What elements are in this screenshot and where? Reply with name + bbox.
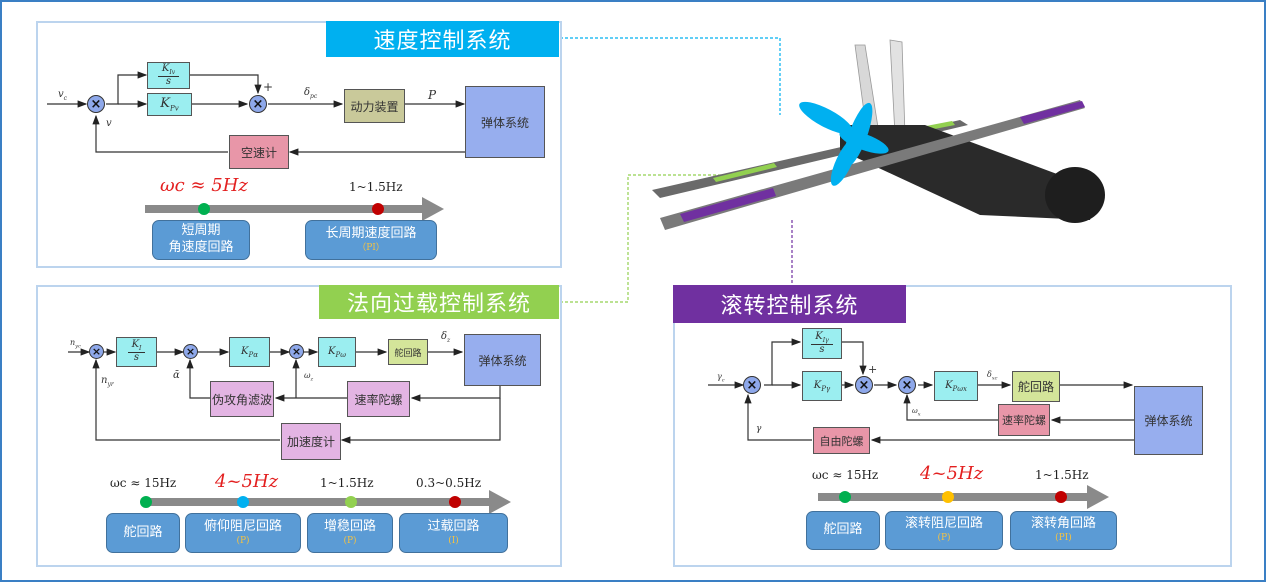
overload-marker-dot-2: [345, 496, 357, 508]
roll-deflection-signal: δxc: [987, 370, 998, 382]
roll-summing-junction-3: ×: [898, 376, 916, 394]
tail-fin-right: [889, 39, 906, 136]
speed-marker-label-1: 1~1.5Hz: [349, 180, 403, 194]
roll-loop-damping: 滚转阻尼回路 (P): [885, 511, 1003, 550]
roll-marker-label-2: 1~1.5Hz: [1035, 468, 1089, 482]
roll-k-omega-block: KPωx: [934, 371, 978, 401]
speed-frequency-axis: [145, 205, 425, 213]
roll-input-signal: γc: [717, 372, 725, 384]
overload-loop-stability: 增稳回路 (P): [307, 513, 393, 553]
accelerometer-block: 加速度计: [281, 423, 341, 460]
overload-marker-label-0: ωc ≈ 15Hz: [110, 476, 177, 490]
overload-marker-dot-3: [449, 496, 461, 508]
roll-airframe-block: 弹体系统: [1134, 386, 1203, 455]
speed-marker-dot-0: [198, 203, 210, 215]
speed-proportional-block: KPv: [147, 93, 192, 116]
overload-panel-title: 法向过载控制系统: [319, 285, 559, 319]
speed-connector: [560, 37, 781, 115]
fuselage: [840, 125, 1100, 220]
powerplant-block: 动力装置: [344, 89, 405, 123]
propeller-icon: [799, 101, 889, 186]
speed-panel-title: 速度控制系统: [326, 21, 559, 57]
roll-plus-sign: +: [868, 363, 878, 376]
roll-feedback-signal: γ: [756, 424, 762, 434]
k-omega-block: KPω: [318, 337, 356, 367]
roll-servo-block: 舵回路: [1012, 371, 1060, 402]
roll-summing-junction-1: ×: [743, 376, 761, 394]
speed-marker-label-0: ωc ≈ 5Hz: [160, 175, 248, 196]
speed-airframe-block: 弹体系统: [465, 86, 545, 158]
roll-frequency-axis: [818, 493, 1090, 501]
speed-loop-long-period: 长周期速度回路 （PI）: [305, 220, 437, 260]
roll-loop-servo: 舵回路: [806, 511, 880, 550]
roll-summing-junction-2: ×: [855, 376, 873, 394]
front-wing-purple-left: [680, 188, 776, 222]
overload-loop-overload: 过载回路 (I): [399, 513, 508, 553]
overload-loop-servo: 舵回路: [106, 513, 180, 553]
overload-frequency-axis: [142, 498, 492, 506]
overload-summing-junction-2: ×: [183, 344, 198, 359]
overload-marker-label-2: 1~1.5Hz: [320, 476, 374, 490]
overload-rate-gyro-block: 速率陀螺: [347, 381, 410, 417]
overload-axis-arrowhead: [489, 490, 511, 514]
roll-proportional-block: KPγ: [802, 371, 842, 401]
roll-marker-dot-1: [942, 491, 954, 503]
rear-wing-green-left: [713, 163, 777, 182]
overload-servo-block: 舵回路: [388, 339, 428, 365]
speed-summing-junction-1: ×: [87, 95, 105, 113]
overload-marker-dot-0: [140, 496, 152, 508]
airspeed-meter-block: 空速计: [229, 135, 289, 169]
overload-airframe-block: 弹体系统: [464, 334, 541, 386]
overload-rate-signal: ωz: [304, 371, 314, 383]
free-gyro-block: 自由陀螺: [813, 427, 870, 454]
roll-marker-label-0: ωc ≈ 15Hz: [812, 468, 879, 482]
overload-summing-junction-1: ×: [89, 344, 104, 359]
overload-marker-label-1: 4~5Hz: [215, 471, 279, 492]
overload-input-signal: nyc: [70, 338, 81, 350]
overload-marker-dot-1: [237, 496, 249, 508]
roll-marker-dot-0: [839, 491, 851, 503]
nose-seeker: [1045, 167, 1105, 223]
k-alpha-block: KPα: [229, 337, 270, 367]
roll-loop-angle: 滚转角回路 (PI): [1010, 511, 1117, 550]
overload-loop-pitch-damping: 俯仰阻尼回路 (P): [185, 513, 301, 553]
speed-input-signal: vc: [58, 89, 68, 102]
speed-summing-junction-2: ×: [249, 95, 267, 113]
overload-summing-junction-3: ×: [289, 344, 304, 359]
roll-axis-arrowhead: [1087, 485, 1109, 509]
pseudo-aoa-filter-block: 伪攻角滤波: [210, 381, 274, 417]
front-wing-purple-right: [1020, 101, 1085, 124]
speed-actuator-signal: δpc: [304, 87, 318, 100]
speed-loop-short-period: 短周期 角速度回路: [152, 220, 250, 260]
overload-alpha-signal: ᾱ: [173, 370, 180, 381]
speed-marker-dot-1: [372, 203, 384, 215]
overload-feedback-signal: nyr: [101, 375, 114, 388]
overload-connector: [560, 174, 745, 303]
roll-marker-dot-2: [1055, 491, 1067, 503]
roll-rate-gyro-block: 速率陀螺: [998, 404, 1050, 436]
overload-deflection-signal: δz: [441, 331, 451, 344]
speed-axis-arrowhead: [422, 197, 444, 221]
overload-marker-label-3: 0.3~0.5Hz: [416, 476, 482, 490]
speed-thrust-signal: P: [428, 88, 437, 102]
speed-feedback-signal: v: [106, 118, 112, 129]
roll-panel-title: 滚转控制系统: [673, 285, 906, 323]
roll-rate-signal: ωx: [912, 407, 921, 418]
speed-plus-sign: +: [263, 80, 274, 94]
roll-marker-label-1: 4~5Hz: [920, 463, 984, 484]
